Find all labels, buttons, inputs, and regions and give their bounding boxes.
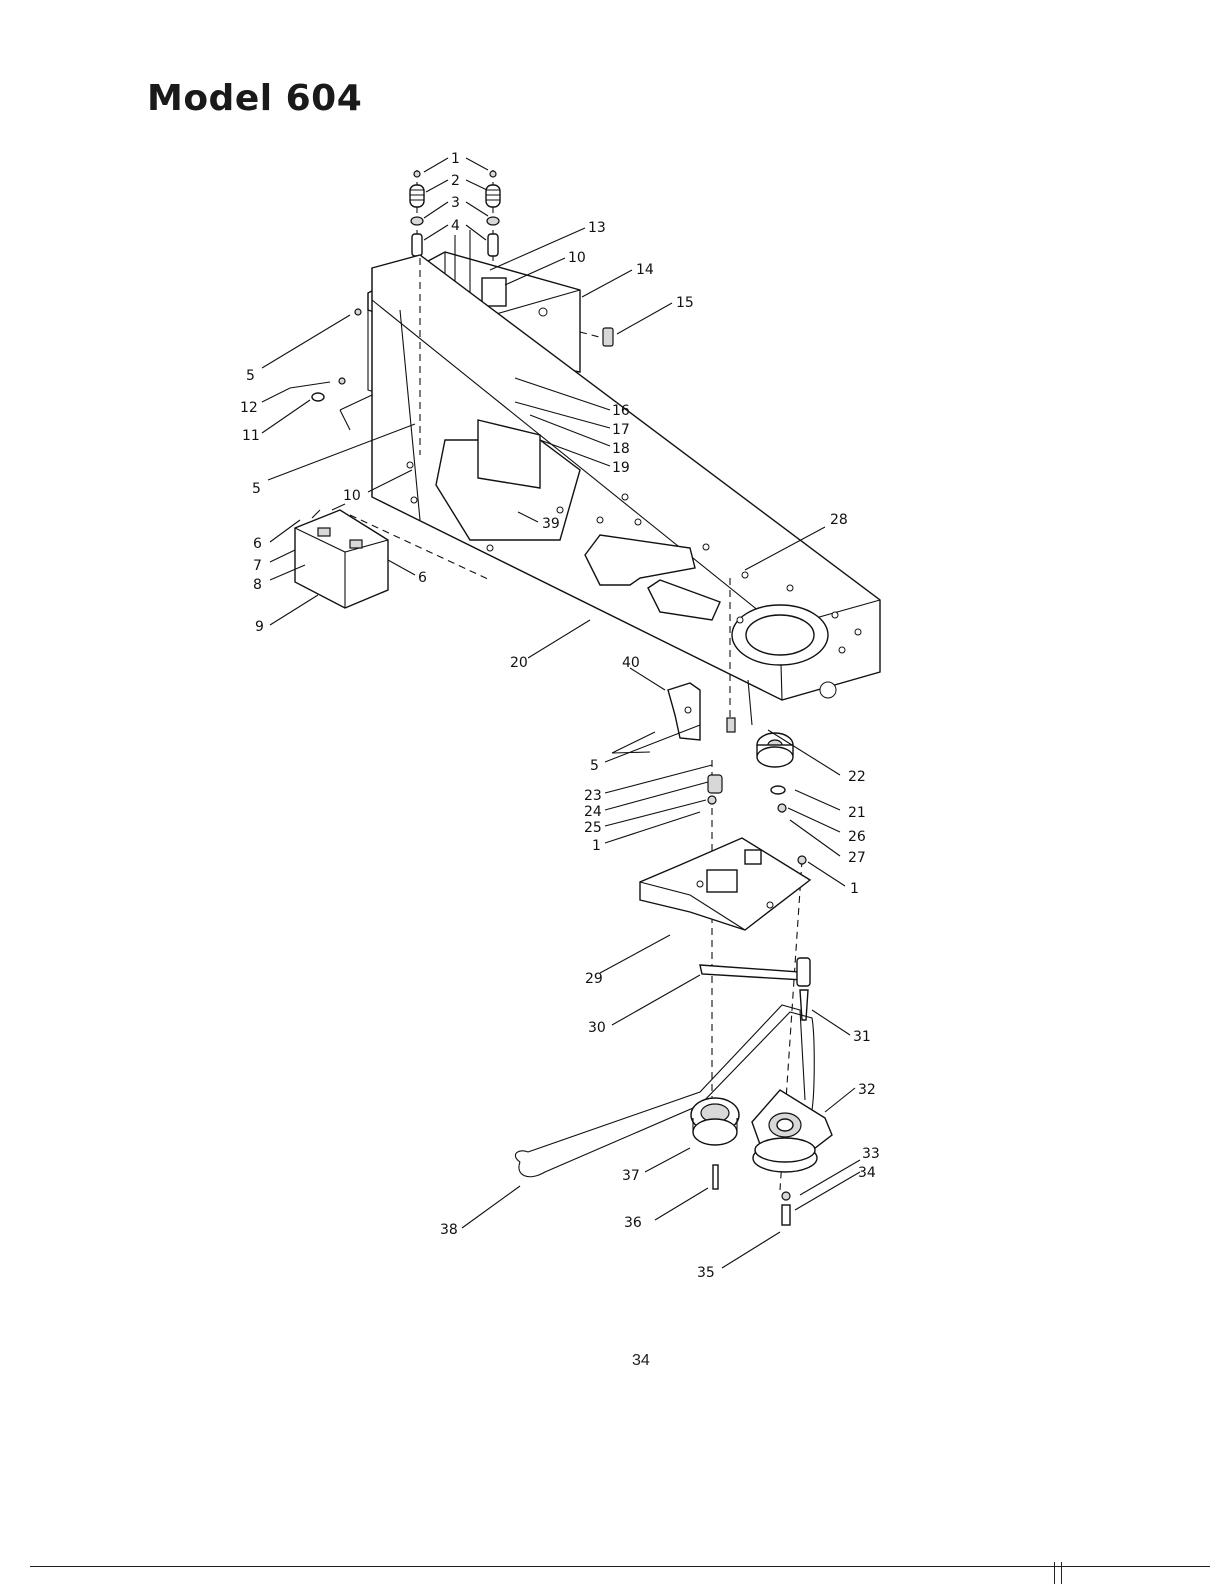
callout-19: 19 xyxy=(612,460,630,476)
callout-7: 7 xyxy=(253,558,262,574)
callout-18: 18 xyxy=(612,441,630,457)
callout-labels: 1 2 3 4 13 10 14 15 5 12 11 5 16 17 18 1… xyxy=(240,151,880,1281)
callout-24: 24 xyxy=(584,804,602,820)
footer-rule xyxy=(30,1566,1210,1567)
callout-32: 32 xyxy=(858,1082,876,1098)
callout-3: 3 xyxy=(451,195,460,211)
callout-37: 37 xyxy=(622,1168,640,1184)
callout-6: 6 xyxy=(418,570,427,586)
callout-35: 35 xyxy=(697,1265,715,1281)
callout-38: 38 xyxy=(440,1222,458,1238)
callout-36: 36 xyxy=(624,1215,642,1231)
idler-arm-30 xyxy=(699,957,811,1021)
page-number: 34 xyxy=(632,1352,650,1369)
diagram-title: Model 604 xyxy=(147,78,363,119)
spring-stack-right xyxy=(485,170,501,262)
centerline-5 xyxy=(349,514,491,581)
callout-11: 11 xyxy=(242,428,260,444)
callout-5: 5 xyxy=(246,368,255,384)
callout-12: 12 xyxy=(240,400,258,416)
leader-lines xyxy=(261,157,861,1269)
callout-30: 30 xyxy=(588,1020,606,1036)
callout-40: 40 xyxy=(622,655,640,671)
main-frame xyxy=(371,254,881,701)
hardware-11-12 xyxy=(311,308,362,402)
callout-16: 16 xyxy=(612,403,630,419)
electric-clutch-32 xyxy=(751,1089,833,1226)
callout-8: 8 xyxy=(253,577,262,593)
footer-mark xyxy=(1054,1562,1062,1584)
callout-6: 6 xyxy=(253,536,262,552)
callout-23: 23 xyxy=(584,788,602,804)
callout-20: 20 xyxy=(510,655,528,671)
callout-14: 14 xyxy=(636,262,654,278)
engine-mount-plate xyxy=(639,837,812,931)
callout-22: 22 xyxy=(848,769,866,785)
callout-21: 21 xyxy=(848,805,866,821)
callout-5: 5 xyxy=(590,758,599,774)
callout-1: 1 xyxy=(592,838,601,854)
bracket-40 xyxy=(667,682,736,741)
callout-27: 27 xyxy=(848,850,866,866)
callout-13: 13 xyxy=(588,220,606,236)
callout-28: 28 xyxy=(830,512,848,528)
callout-4: 4 xyxy=(451,218,460,234)
callout-25: 25 xyxy=(584,820,602,836)
pulley-37 xyxy=(690,1097,740,1190)
callout-10: 10 xyxy=(568,250,586,266)
callout-39: 39 xyxy=(542,516,560,532)
hardware-15 xyxy=(579,327,614,347)
callout-31: 31 xyxy=(853,1029,871,1045)
callout-29: 29 xyxy=(585,971,603,987)
callout-2: 2 xyxy=(451,173,460,189)
callout-1: 1 xyxy=(451,151,460,167)
callout-33: 33 xyxy=(862,1146,880,1162)
callout-15: 15 xyxy=(676,295,694,311)
callout-1: 1 xyxy=(850,881,859,897)
callout-34: 34 xyxy=(858,1165,876,1181)
hardware-23-25 xyxy=(707,774,723,805)
spring-stack-left xyxy=(409,170,425,262)
callout-26: 26 xyxy=(848,829,866,845)
drive-belt xyxy=(514,1004,815,1178)
callout-5: 5 xyxy=(252,481,261,497)
callout-9: 9 xyxy=(255,619,264,635)
battery xyxy=(294,503,389,609)
callout-10: 10 xyxy=(343,488,361,504)
idler-pulley-21 xyxy=(747,679,807,865)
callout-17: 17 xyxy=(612,422,630,438)
